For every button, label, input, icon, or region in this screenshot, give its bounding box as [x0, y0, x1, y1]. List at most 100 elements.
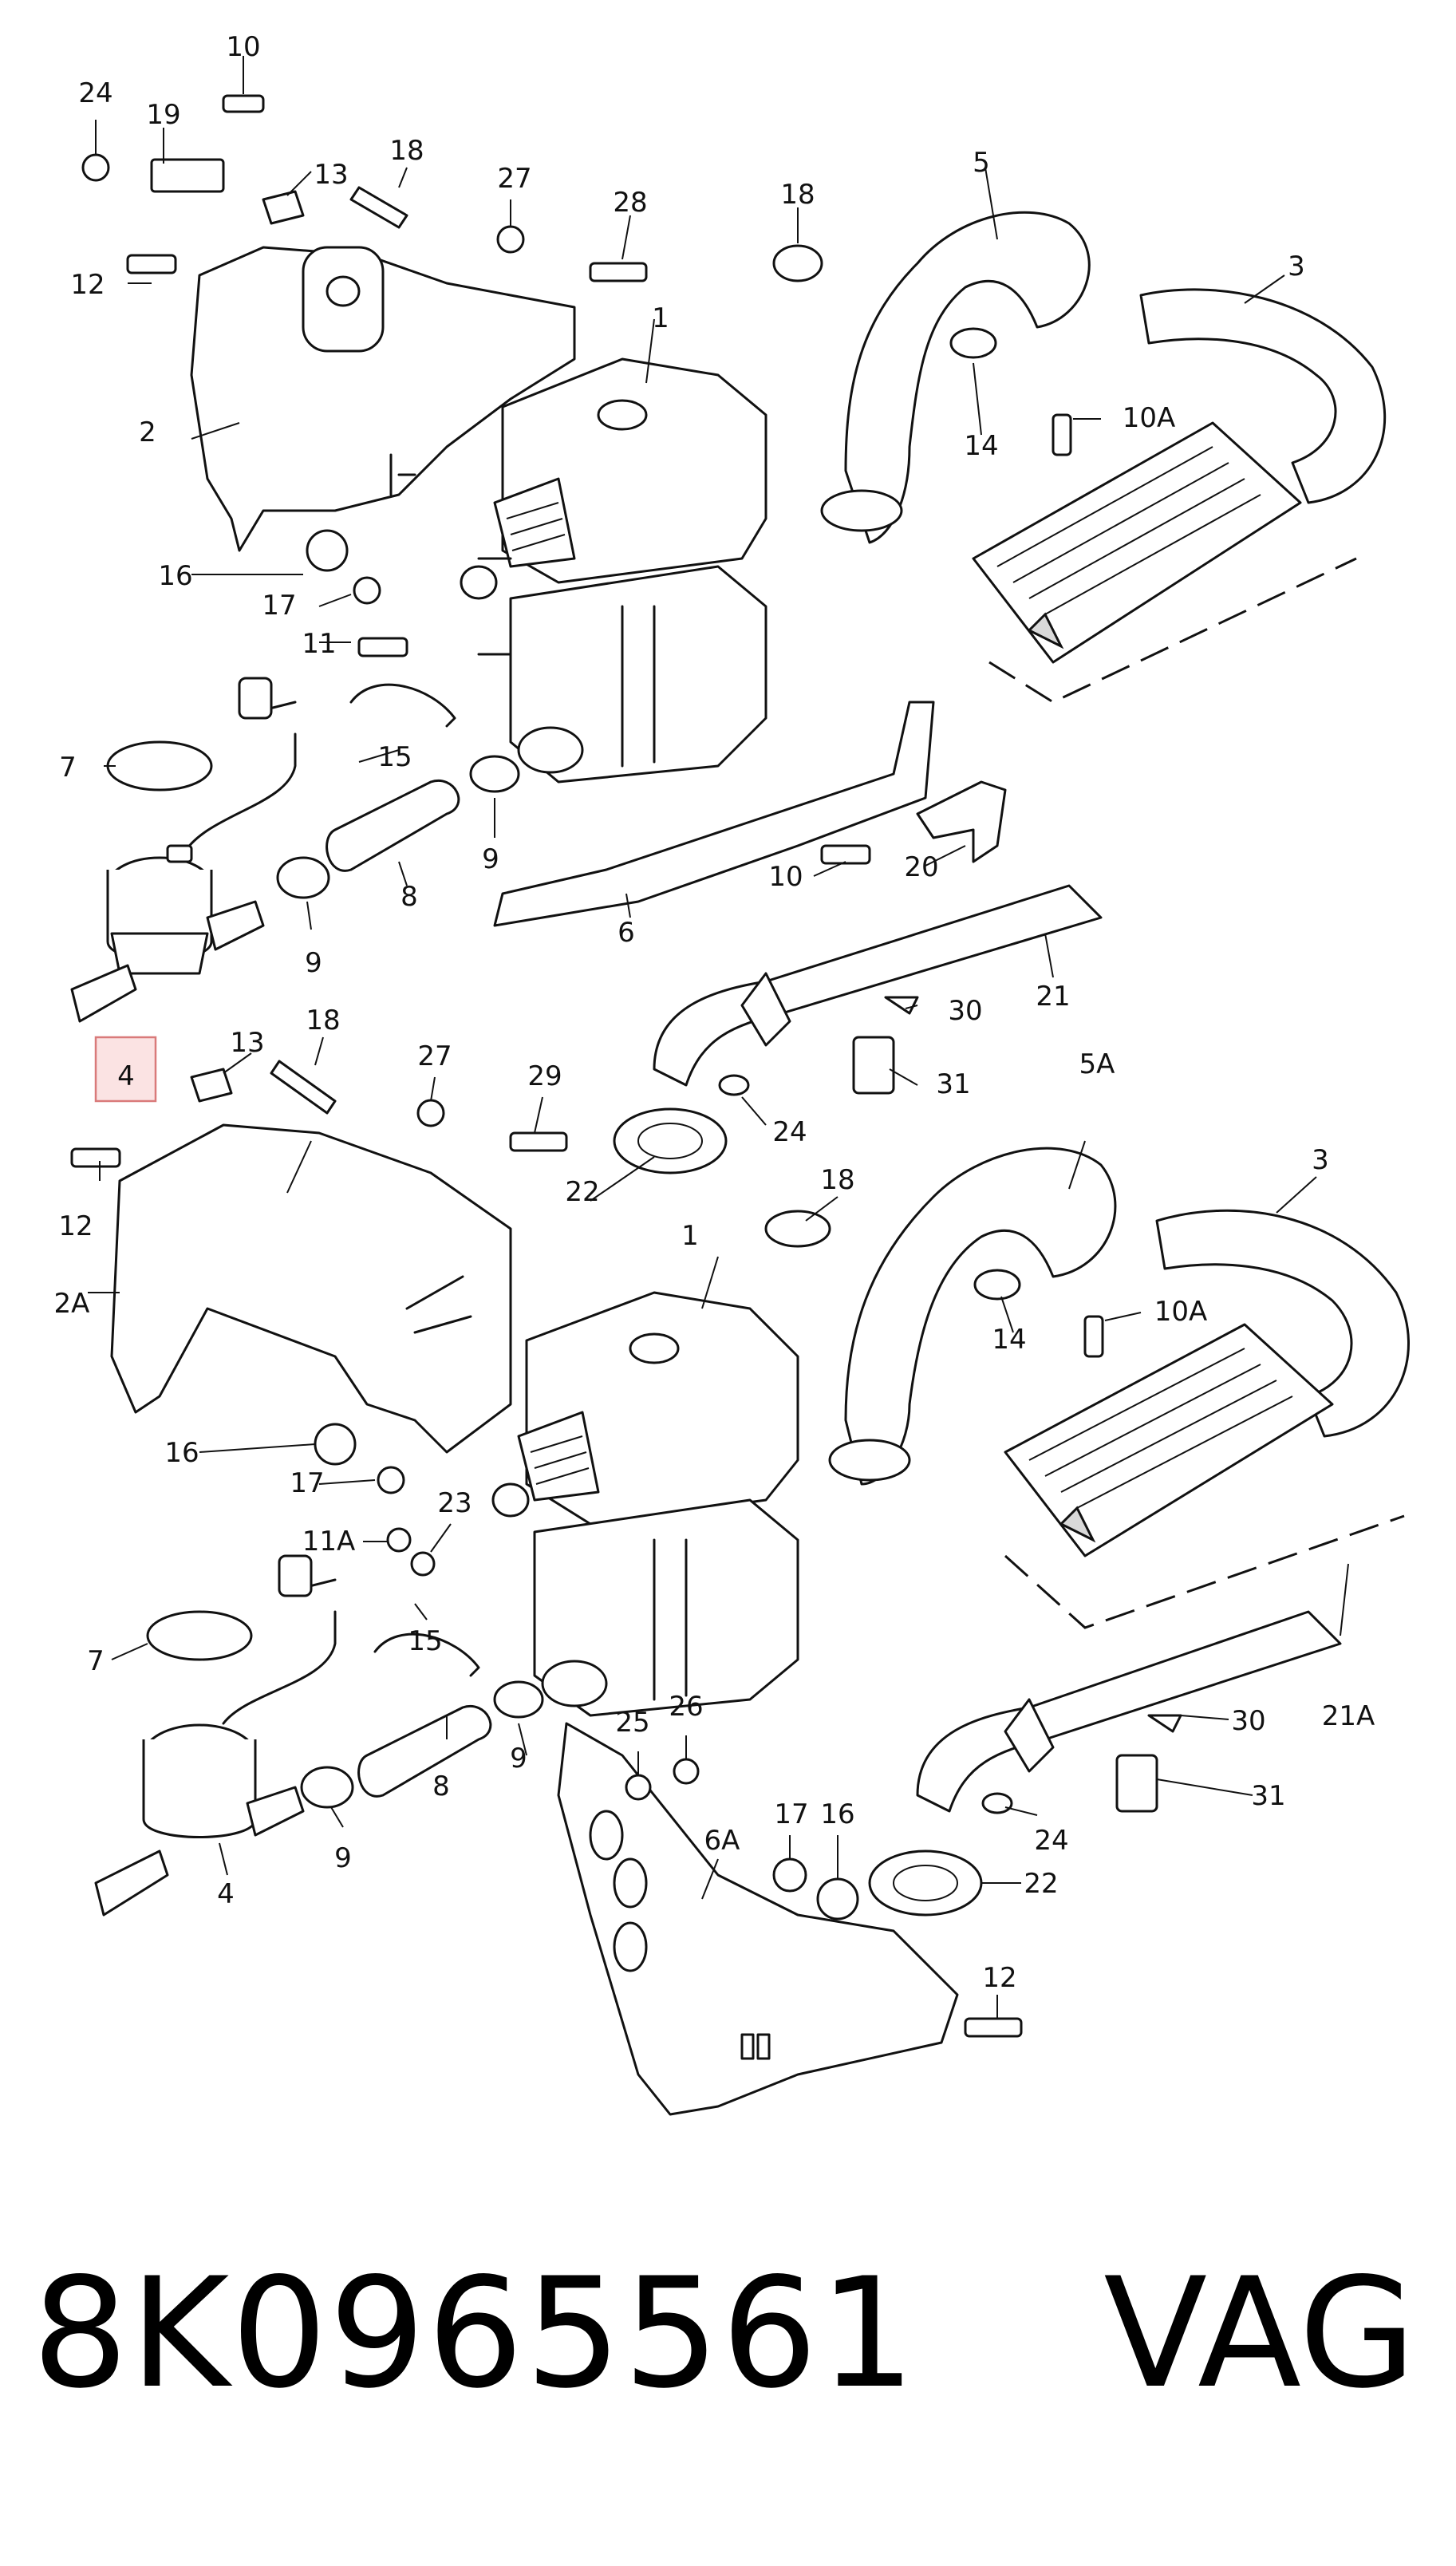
bolt-10A-bottom [1083, 1315, 1104, 1358]
heat-exchanger-bottom [1004, 1323, 1405, 1629]
pipe-21a-branch [1004, 1698, 1055, 1773]
hose-clamp-18-mid [772, 244, 823, 282]
bracket-2-detail [389, 453, 416, 496]
callout-14-bottom: 14 [992, 1324, 1026, 1356]
callout-2A: 2A [54, 1288, 90, 1320]
grommet-22-top [613, 1107, 728, 1174]
callout-27-top: 27 [497, 163, 531, 195]
coolant-pump-top [70, 677, 297, 1023]
grommet-16-bottom [816, 1877, 859, 1921]
callout-5: 5 [973, 147, 990, 179]
bolt-12-mid [70, 1147, 121, 1168]
callout-24-top: 24 [78, 77, 112, 109]
callout-12-mid: 12 [58, 1210, 93, 1242]
bolt-28 [589, 262, 648, 282]
callout-8-bottom: 8 [432, 1771, 450, 1802]
callout-13-mid: 13 [230, 1027, 264, 1059]
callout-10-mid: 10 [768, 861, 803, 893]
callout-30-top: 30 [948, 995, 982, 1027]
callout-16-top: 16 [158, 560, 192, 592]
callout-12-bottom: 12 [982, 1962, 1016, 1994]
bottom-assembly [70, 1036, 1410, 2116]
bolt-29 [509, 1131, 568, 1152]
callout-5A: 5A [1079, 1048, 1115, 1080]
bracket-6 [493, 701, 935, 927]
callout-4-highlight: 4 [117, 1060, 135, 1092]
callout-26: 26 [669, 1691, 703, 1723]
bolt-12-top [126, 254, 177, 274]
hose-8-bottom [357, 1704, 492, 1798]
callout-9-top-b: 9 [305, 947, 322, 979]
callout-13-top: 13 [314, 159, 348, 191]
nut-24-top [81, 153, 110, 182]
callout-24-bottom: 24 [1034, 1825, 1068, 1857]
callout-1-top: 1 [652, 302, 669, 334]
bolt-12-bottom [964, 2017, 1023, 2038]
callout-11: 11 [302, 628, 336, 660]
callout-17-bottom: 17 [774, 1798, 808, 1830]
mount-31-top [852, 1036, 895, 1095]
callout-10A-top: 10A [1123, 402, 1176, 434]
heater-1-bottom [491, 1291, 799, 1717]
bracket-20 [916, 780, 1007, 863]
callout-27-mid: 27 [417, 1040, 452, 1072]
clamp-9-top-a [469, 755, 520, 793]
grommet-22-bottom [868, 1849, 983, 1917]
coolant-pump-bottom [94, 1554, 337, 1917]
clip-13-top [262, 190, 305, 225]
nut-11A [386, 1527, 412, 1553]
callout-16-bottom: 16 [820, 1798, 854, 1830]
callout-17-top: 17 [262, 590, 296, 622]
hose-8-top [326, 779, 460, 872]
callout-29: 29 [527, 1060, 562, 1092]
heat-exchanger-top [972, 421, 1357, 704]
top-assembly [70, 56, 1387, 1174]
callout-11A: 11A [302, 1526, 356, 1557]
seal-7-bottom [146, 1610, 253, 1661]
washer-23 [410, 1551, 436, 1577]
washer-25 [625, 1774, 652, 1801]
callout-9-bottom-a: 9 [510, 1743, 527, 1774]
nut-26 [673, 1758, 700, 1785]
hose-5a [844, 1147, 1117, 1486]
callout-12-top: 12 [70, 269, 105, 301]
callout-8-top: 8 [400, 881, 418, 913]
callout-22-bottom: 22 [1024, 1868, 1058, 1900]
callout-9-top-a: 9 [482, 843, 499, 875]
callout-4-highlight-box [94, 1036, 157, 1103]
bracket-19 [150, 158, 225, 193]
seal-17-top [353, 576, 381, 605]
bolt-10-top [222, 94, 265, 113]
bolt-11 [357, 637, 408, 657]
washer-27-top [496, 225, 525, 254]
callout-20: 20 [904, 851, 938, 883]
hose-3-top [1139, 288, 1387, 504]
clip-30-top [884, 996, 919, 1015]
clamp-9-top-b [276, 856, 330, 899]
clamp-9-bottom-a [493, 1680, 544, 1719]
callout-17-mid: 17 [290, 1467, 324, 1499]
callout-21: 21 [1036, 981, 1070, 1013]
callout-18-bottom: 18 [820, 1164, 854, 1196]
callout-28: 28 [613, 187, 647, 219]
clamp-14-bottom [973, 1269, 1021, 1301]
nut-24-bottom [981, 1792, 1013, 1814]
callout-21A: 21A [1322, 1700, 1375, 1732]
seal-17-mid [377, 1466, 405, 1494]
pipe-21 [653, 884, 1103, 1087]
hose-clamp-18-top [349, 186, 408, 229]
callout-15-bottom: 15 [408, 1625, 442, 1657]
nut-24-mid [718, 1074, 750, 1096]
pipe-21a [916, 1610, 1342, 1813]
callout-1-bottom: 1 [681, 1220, 699, 1252]
clip-13-mid [190, 1068, 233, 1103]
callout-31-bottom: 31 [1251, 1780, 1285, 1812]
bracket-2a [110, 1123, 512, 1454]
grommet-16-mid [314, 1423, 357, 1466]
callout-10A-bottom: 10A [1154, 1296, 1208, 1328]
hose-5-clamp [820, 489, 903, 532]
hose-15-top [349, 683, 456, 728]
clamp-14-top [949, 327, 997, 359]
mount-31-bottom [1115, 1754, 1158, 1813]
